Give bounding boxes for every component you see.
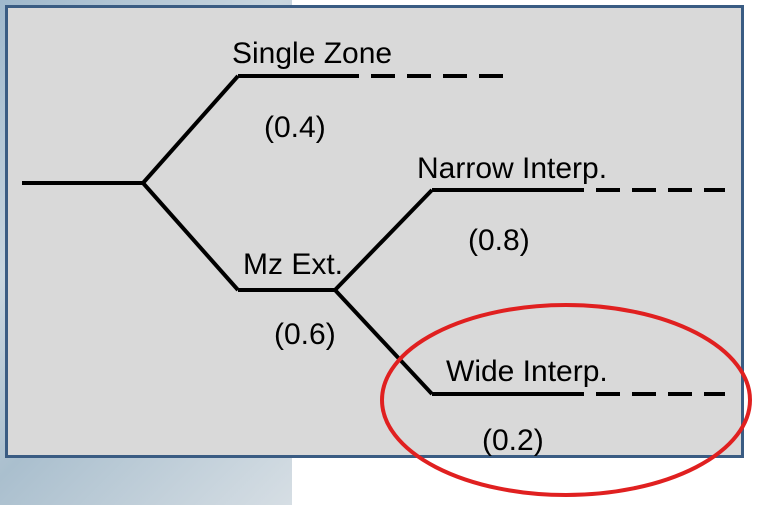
highlight-ellipse [380, 303, 752, 497]
diagram-frame [5, 5, 744, 458]
narrow-interp-label: Narrow Interp. [417, 152, 607, 185]
wide-interp-prob: (0.2) [482, 424, 544, 457]
wide-interp-connector [333, 288, 434, 396]
mz-ext-prob: (0.6) [274, 318, 336, 351]
narrow-interp-prob: (0.8) [468, 224, 530, 257]
single-zone-prob: (0.4) [264, 111, 326, 144]
single-zone-label: Single Zone [232, 37, 392, 70]
mz-ext-connector [141, 181, 240, 292]
wide-interp-label: Wide Interp. [446, 355, 608, 388]
narrow-interp-connector [333, 188, 434, 292]
mz-ext-label: Mz Ext. [243, 248, 343, 281]
single-zone-connector [141, 74, 240, 185]
